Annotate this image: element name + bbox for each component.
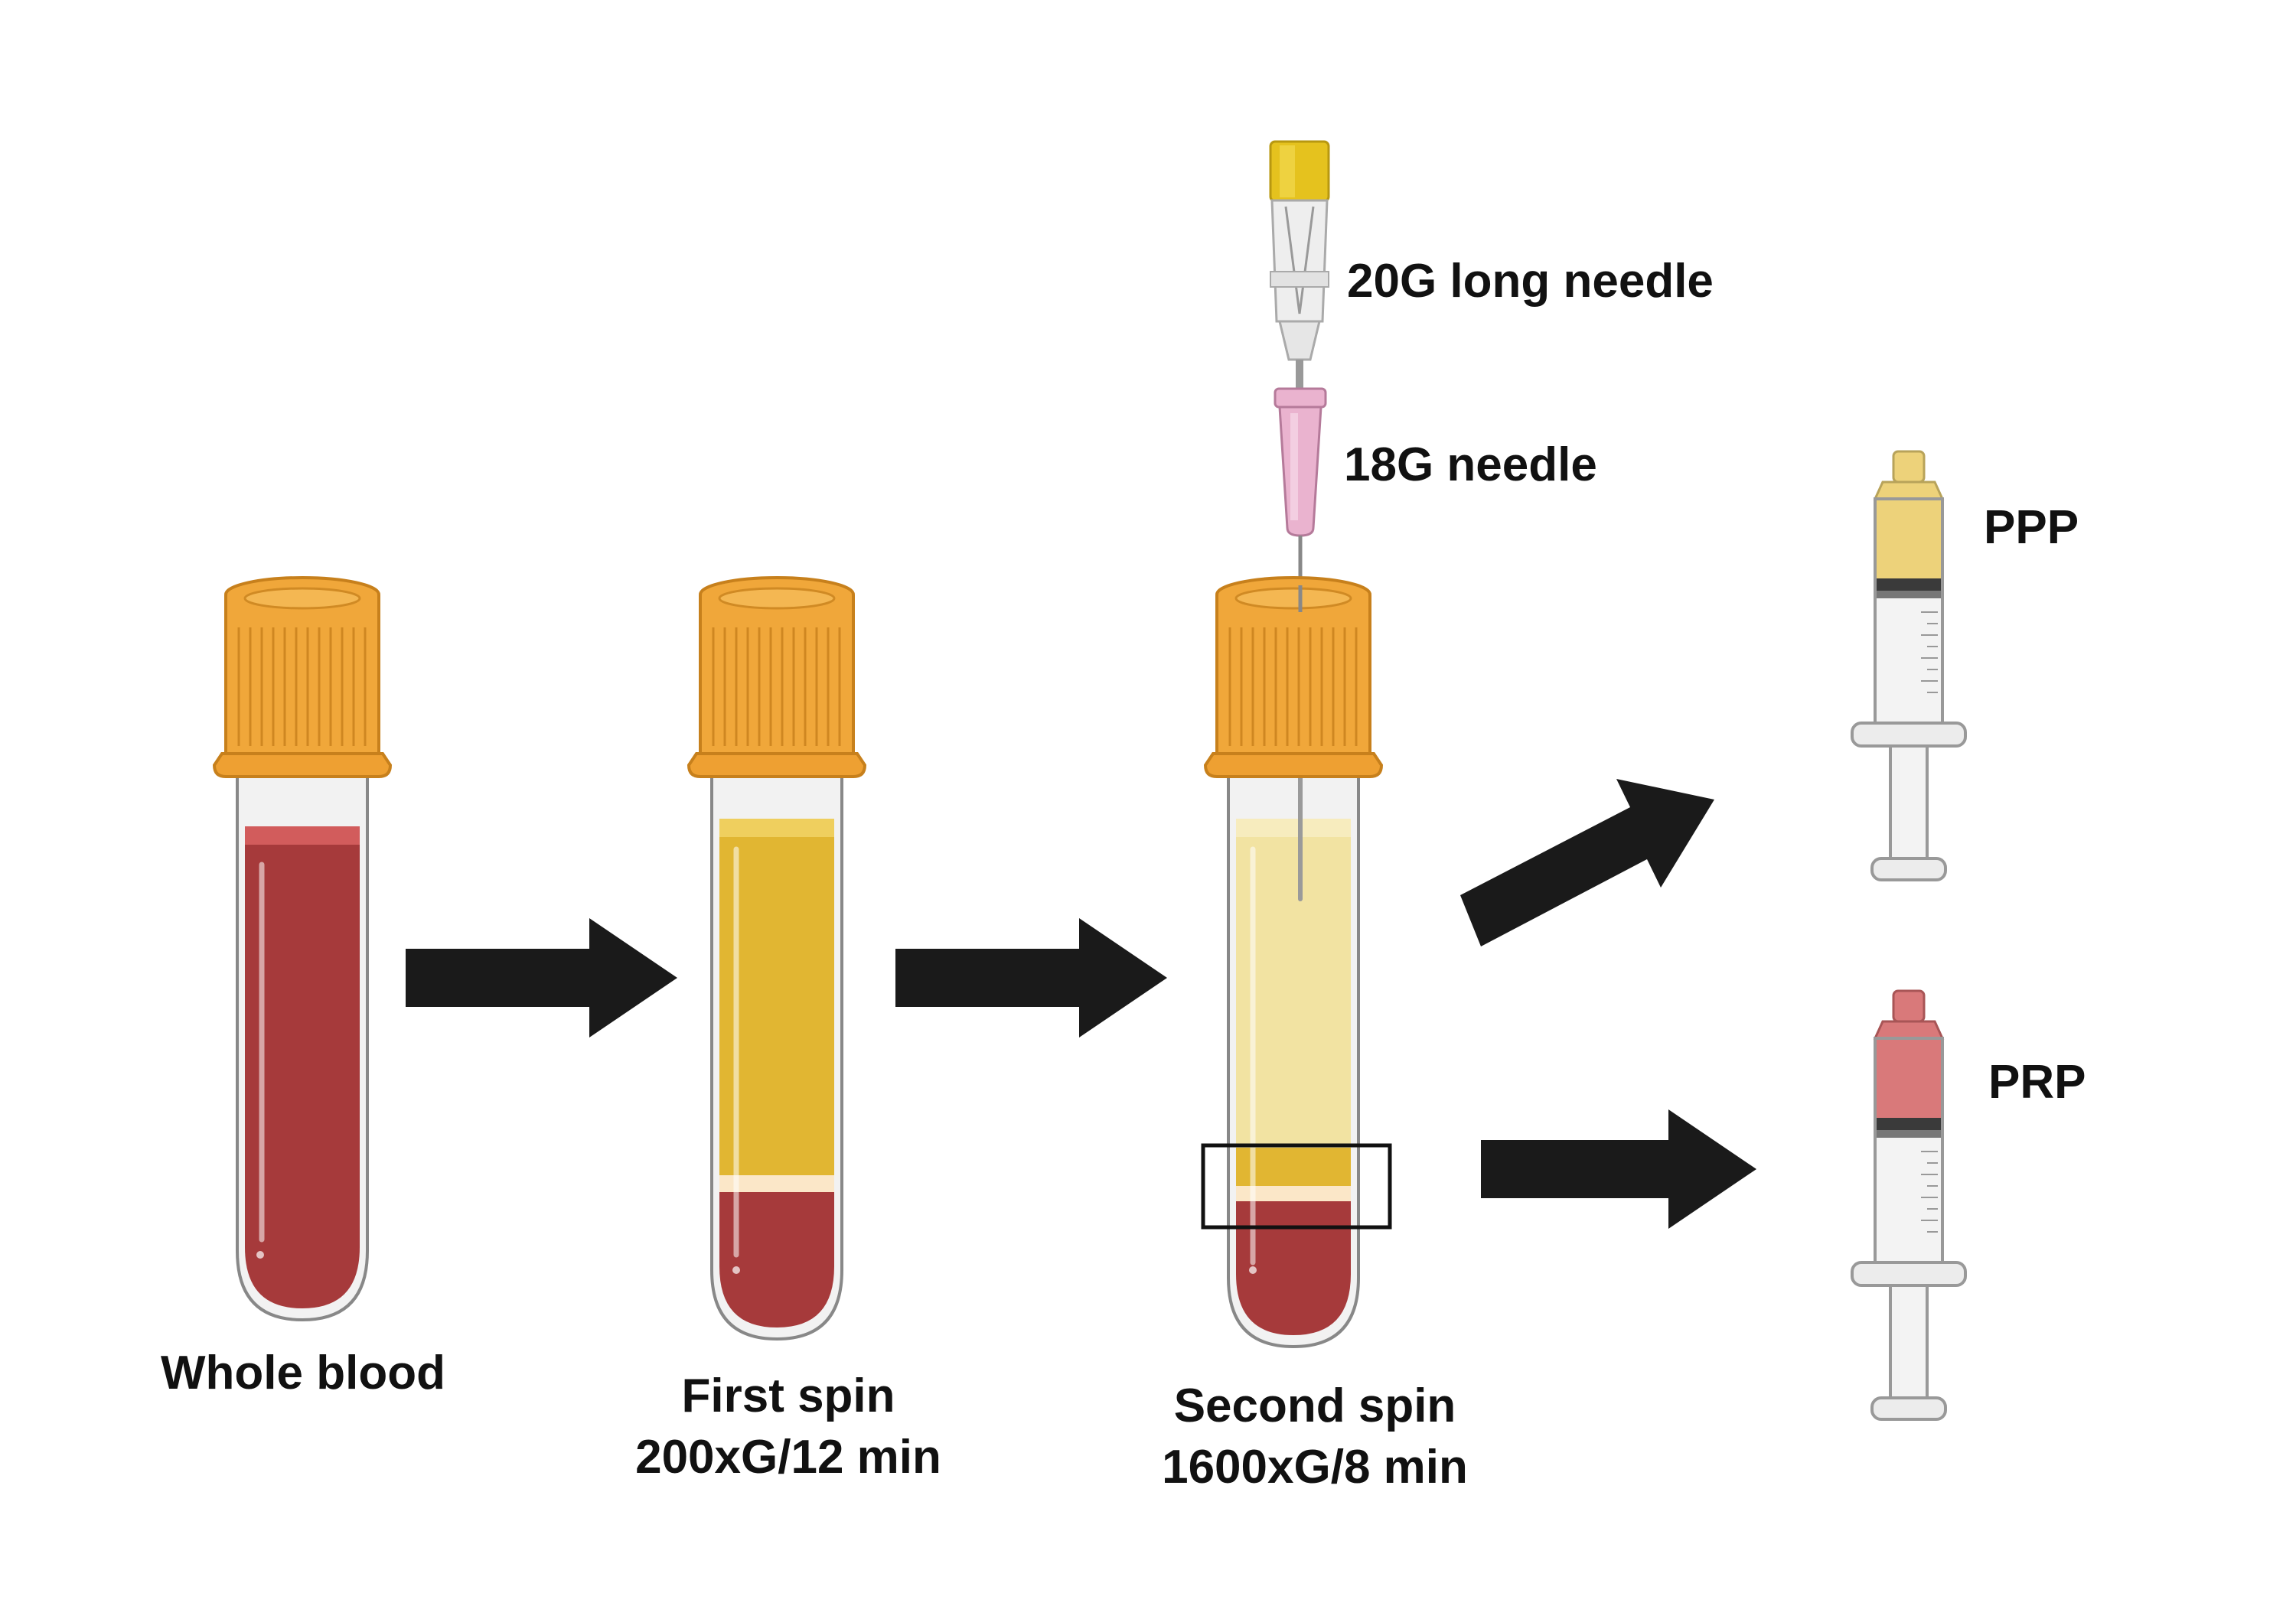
ppp-contents [1877,500,1941,578]
platelet-poor-plasma-layer [1236,819,1351,1148]
needle-18g-icon [1274,387,1327,589]
tube-first-spin [687,576,867,1341]
tube-cap-orange [212,576,393,778]
tube-whole-blood [212,576,393,1322]
arrow-right-icon [406,918,677,1038]
prp-layer-highlight-box [1201,1143,1392,1230]
label-18g-needle: 18G needle [1344,438,1597,491]
label-first-spin-params: 200xG/12 min [635,1431,941,1484]
syringe-prp-icon [1851,989,1967,1421]
needle-20g-long-icon [1269,140,1330,390]
syringe-ppp-icon [1851,450,1967,881]
buffy-coat-layer [1236,1186,1351,1201]
platelet-rich-plasma-layer [1236,1148,1351,1186]
buffy-coat-layer [719,1175,834,1192]
plasma-layer [719,819,834,1178]
tube-cap-orange [1203,576,1384,778]
label-whole-blood: Whole blood [161,1347,445,1399]
label-first-spin-title: First spin [681,1370,895,1422]
tube-cap-orange [687,576,867,778]
tube-second-spin [1201,576,1392,1349]
label-prp: PRP [1988,1056,2086,1109]
arrow-up-right-icon [1460,779,1714,946]
label-second-spin-params: 1600xG/8 min [1162,1441,1468,1494]
label-20g-long-needle: 20G long needle [1347,255,1714,308]
arrow-right-icon [895,918,1167,1038]
arrow-right-icon [1481,1109,1756,1229]
label-second-spin-title: Second spin [1174,1380,1456,1432]
label-ppp: PPP [1984,501,2079,554]
prp-contents [1877,1040,1941,1118]
